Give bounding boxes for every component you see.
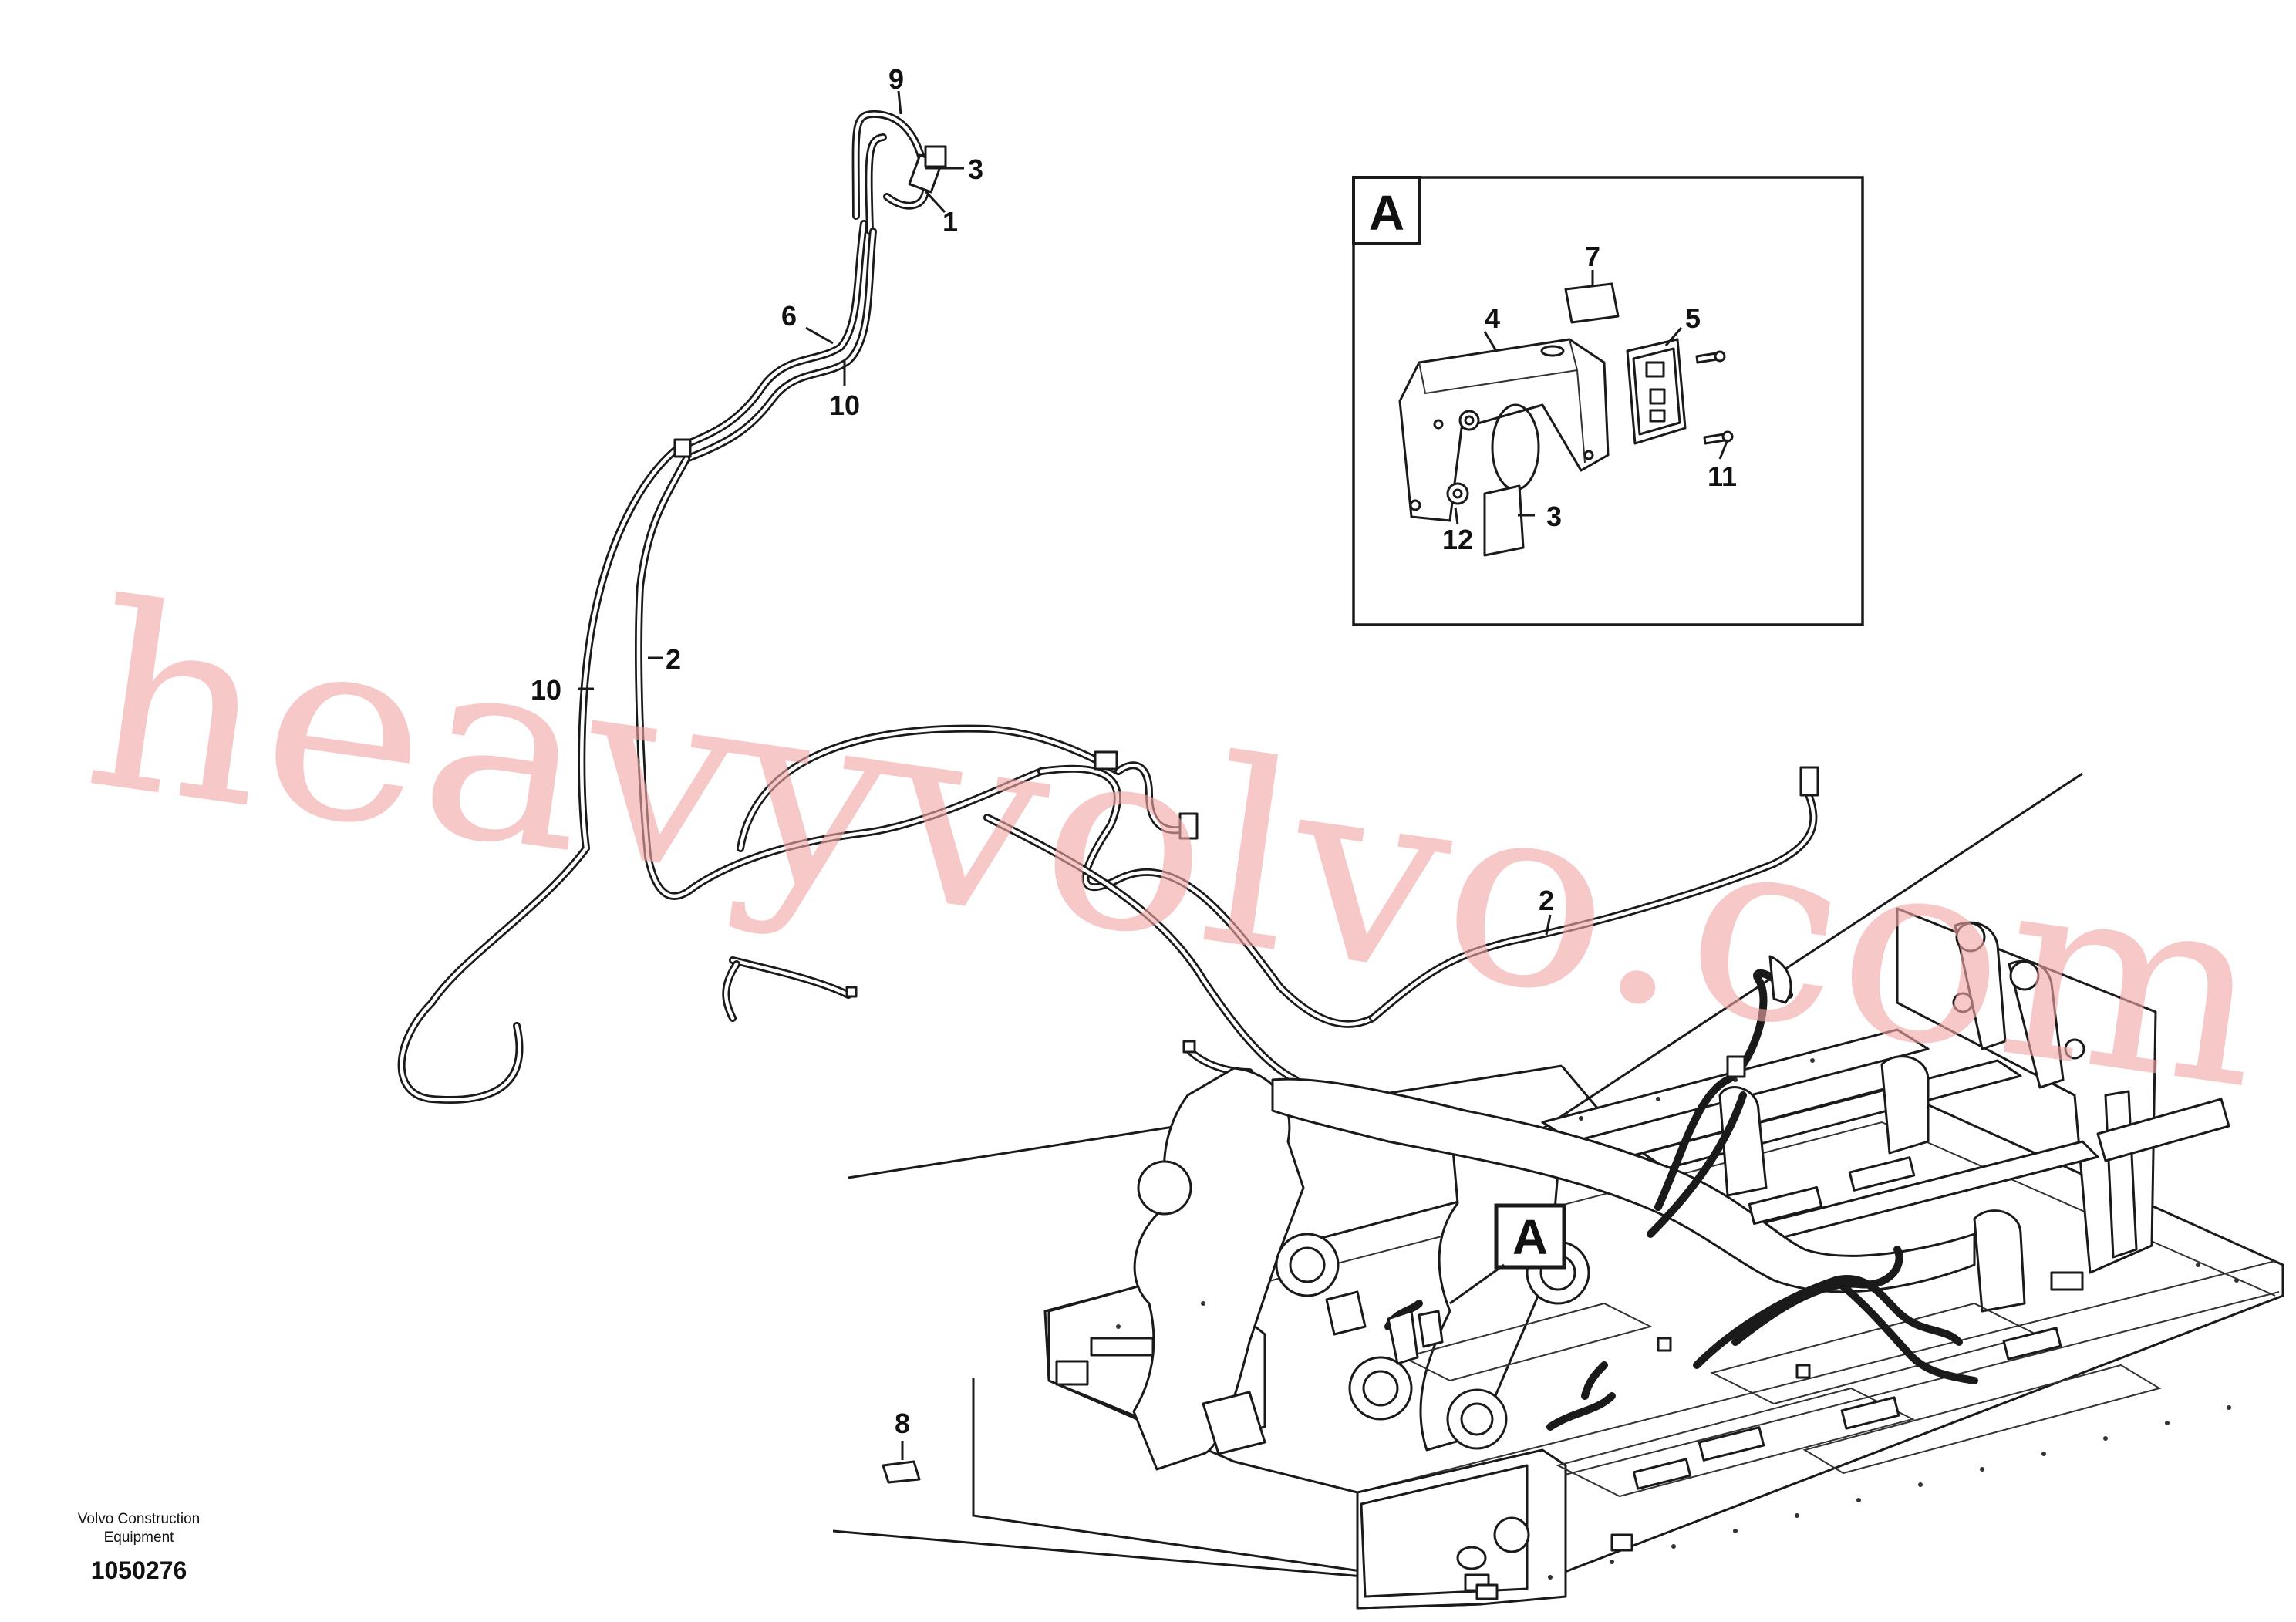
callout-1: 1 (942, 206, 958, 238)
callout-labels: 9 3 1 6 10 10 2 2 7 4 5 11 12 3 8 (531, 63, 1737, 1439)
callout-4: 4 (1485, 302, 1500, 334)
callout-3: 3 (968, 153, 983, 185)
brand-line-2: Equipment (103, 1529, 174, 1546)
detail-a-tag[interactable]: A (1449, 1203, 1566, 1305)
callout-2-right: 2 (1539, 885, 1554, 916)
machine-frame (832, 772, 2284, 1610)
callout-12: 12 (1442, 524, 1473, 555)
callout-8: 8 (895, 1408, 910, 1439)
callout-5: 5 (1685, 302, 1701, 334)
decal-8 (882, 1441, 921, 1484)
detail-a-label: A (1369, 185, 1404, 241)
callout-10-left: 10 (531, 674, 561, 706)
callout-9: 9 (888, 63, 904, 95)
callout-2-left: 2 (666, 643, 681, 675)
callout-10-top: 10 (829, 389, 860, 421)
callout-3-detail: 3 (1546, 501, 1562, 532)
callout-6: 6 (781, 300, 797, 332)
callout-7: 7 (1585, 241, 1600, 272)
harness-leaders (578, 90, 1552, 936)
wiring-harness (397, 110, 1819, 1104)
detail-a-inset: A (1352, 176, 1864, 626)
drawing-id: 1050276 (90, 1556, 187, 1584)
brand-label: Volvo Construction Equipment (31, 1510, 247, 1547)
detail-a-tag-label: A (1512, 1209, 1548, 1265)
callout-11: 11 (1708, 460, 1737, 492)
brand-line-1: Volvo Construction (77, 1511, 201, 1527)
